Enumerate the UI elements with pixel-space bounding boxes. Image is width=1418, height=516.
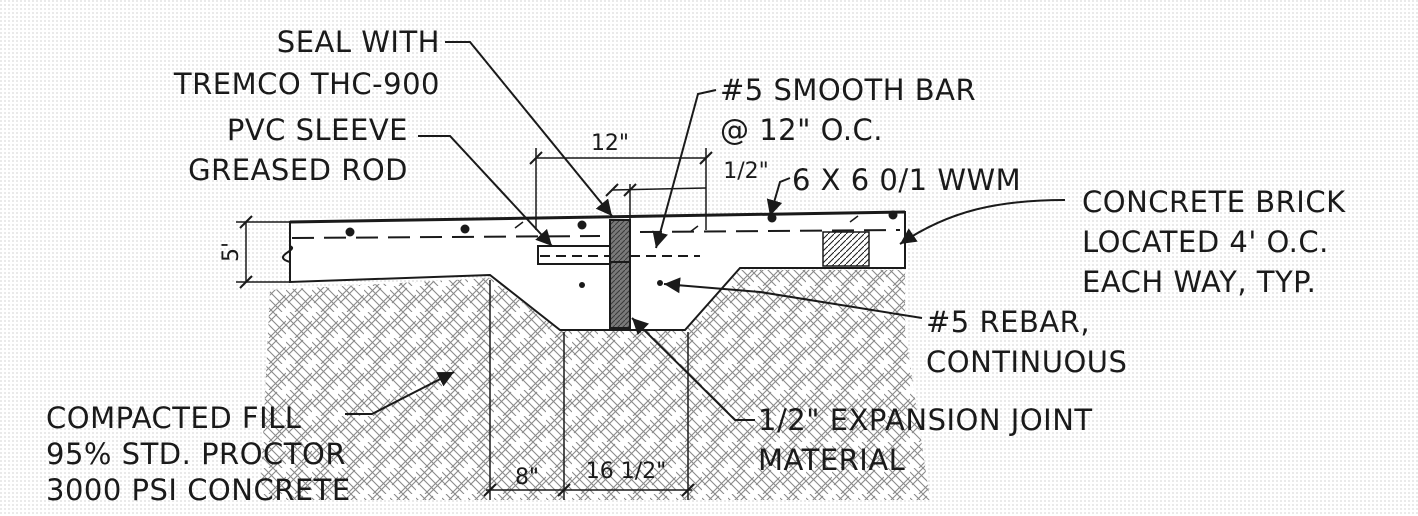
- seal-label-line1: SEAL WITH: [277, 25, 440, 59]
- joint-label-line1: 1/2" EXPANSION JOINT: [758, 403, 1093, 437]
- brick-label-line1: CONCRETE BRICK: [1082, 185, 1346, 219]
- rebar-label-line1: #5 REBAR,: [926, 305, 1090, 339]
- rebar-dot: [888, 210, 898, 220]
- rebar-dot: [577, 220, 587, 230]
- wwm-leader: [766, 177, 791, 217]
- brick-label-line3: EACH WAY, TYP.: [1082, 265, 1316, 299]
- rebar-dot: [345, 227, 355, 237]
- compacted-fill-area: [260, 270, 930, 500]
- rebar-dot: [657, 280, 663, 286]
- joint-label-line2: MATERIAL: [758, 443, 905, 477]
- pvc-leader: [418, 135, 553, 247]
- bottom-dim-16-label: 16 1/2": [586, 459, 667, 484]
- bottom-dim-8-label: 8": [515, 465, 539, 490]
- seal-label-line2: TREMCO THC-900: [173, 67, 440, 101]
- wwm-label: 6 X 6 0/1 WWM: [792, 163, 1021, 197]
- smooth-bar-leader: [652, 89, 717, 249]
- concrete-brick: [822, 231, 870, 267]
- joint-leader: [631, 317, 755, 421]
- expansion-joint: [609, 219, 631, 329]
- seal-leader: [445, 41, 613, 217]
- rebar-dot: [460, 224, 470, 234]
- rebar-leader: [663, 277, 923, 319]
- slab-top-surface: [289, 210, 906, 224]
- break-line: [281, 222, 294, 282]
- fill-label-line2: 95% STD. PROCTOR: [46, 437, 346, 471]
- smooth-bar-label-line2: @ 12" O.C.: [720, 113, 883, 147]
- brick-leader: [899, 199, 1066, 245]
- pvc-label-line2: GREASED ROD: [188, 153, 408, 187]
- fill-label-line1: COMPACTED FILL: [46, 401, 301, 435]
- half-dim-label: 1/2": [723, 159, 769, 184]
- top-dim-ticks: [529, 151, 713, 165]
- top-dim-12-label: 12": [591, 131, 629, 156]
- thickness-dim-label: 5': [219, 242, 244, 262]
- rebar-dot: [767, 213, 777, 223]
- rebar-label-line2: CONTINUOUS: [926, 345, 1127, 379]
- bottom-dim-ticks: [483, 483, 695, 497]
- smooth-bar-label-line1: #5 SMOOTH BAR: [720, 73, 976, 107]
- thickness-tick: [239, 215, 253, 289]
- fill-leader: [345, 371, 455, 415]
- rebar-dot: [579, 282, 585, 288]
- slab-tick: [514, 215, 859, 233]
- brick-label-line2: LOCATED 4' O.C.: [1082, 225, 1329, 259]
- fill-label-line3: 3000 PSI CONCRETE: [46, 473, 351, 507]
- wwm-line-right: [639, 229, 901, 233]
- pvc-label-line1: PVC SLEEVE: [227, 113, 408, 147]
- half-dim-line: [611, 187, 707, 191]
